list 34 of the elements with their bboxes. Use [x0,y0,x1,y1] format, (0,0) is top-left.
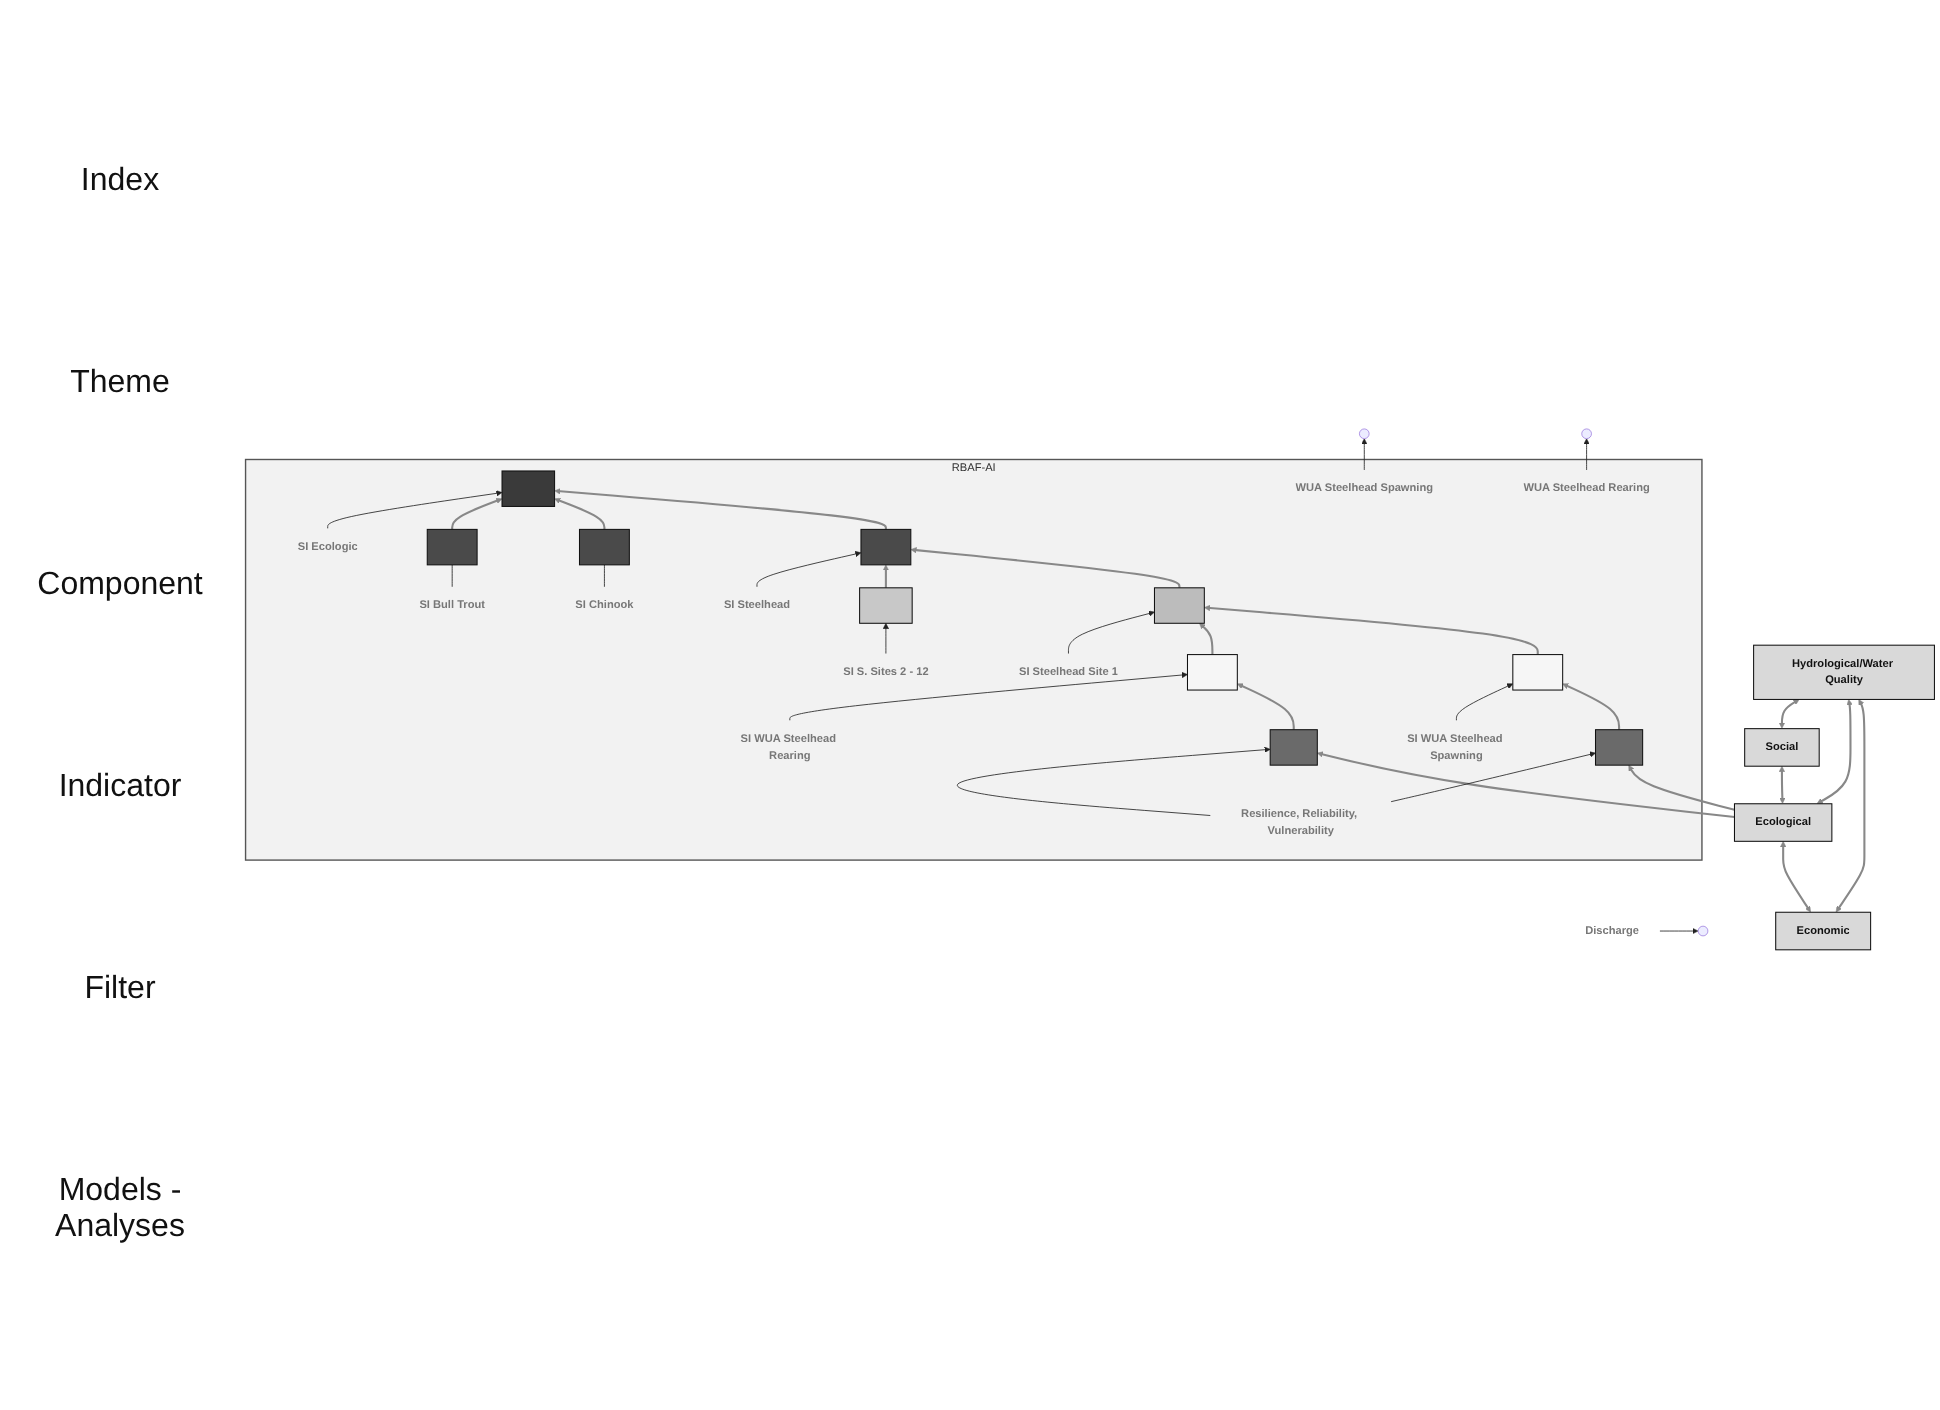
index-square [578,528,630,566]
index-square [1595,729,1644,766]
arrow [1628,764,1735,811]
arrow [1199,623,1214,655]
index-square [859,587,913,624]
level-label: Component [35,567,205,604]
index-square [1186,654,1238,691]
arrow [554,497,606,530]
arrow [554,488,887,530]
arrow [1562,683,1621,730]
index-square [426,528,478,566]
level-label: Filter [82,972,158,1009]
index-square [1512,654,1564,691]
arrow [1778,765,1786,804]
leader-line [451,564,453,588]
arrow [910,547,1181,588]
arrow [1237,683,1295,730]
level-label: Models - Analyses [53,1174,187,1247]
index-square [1269,729,1318,766]
arrow [1778,699,1800,729]
arrow [882,564,889,588]
arrow [1317,751,1735,819]
level-label: Indicator [56,770,184,807]
index-square [501,470,556,507]
leader-line [604,564,605,588]
level-label: Theme [68,365,172,402]
arrow [1204,605,1539,655]
level-label: Index [78,163,162,200]
arrow [1835,699,1866,913]
arrow [451,497,503,530]
arrow [1816,699,1853,804]
arrow [1780,841,1811,913]
index-square [1153,587,1205,624]
index-square [860,528,912,566]
